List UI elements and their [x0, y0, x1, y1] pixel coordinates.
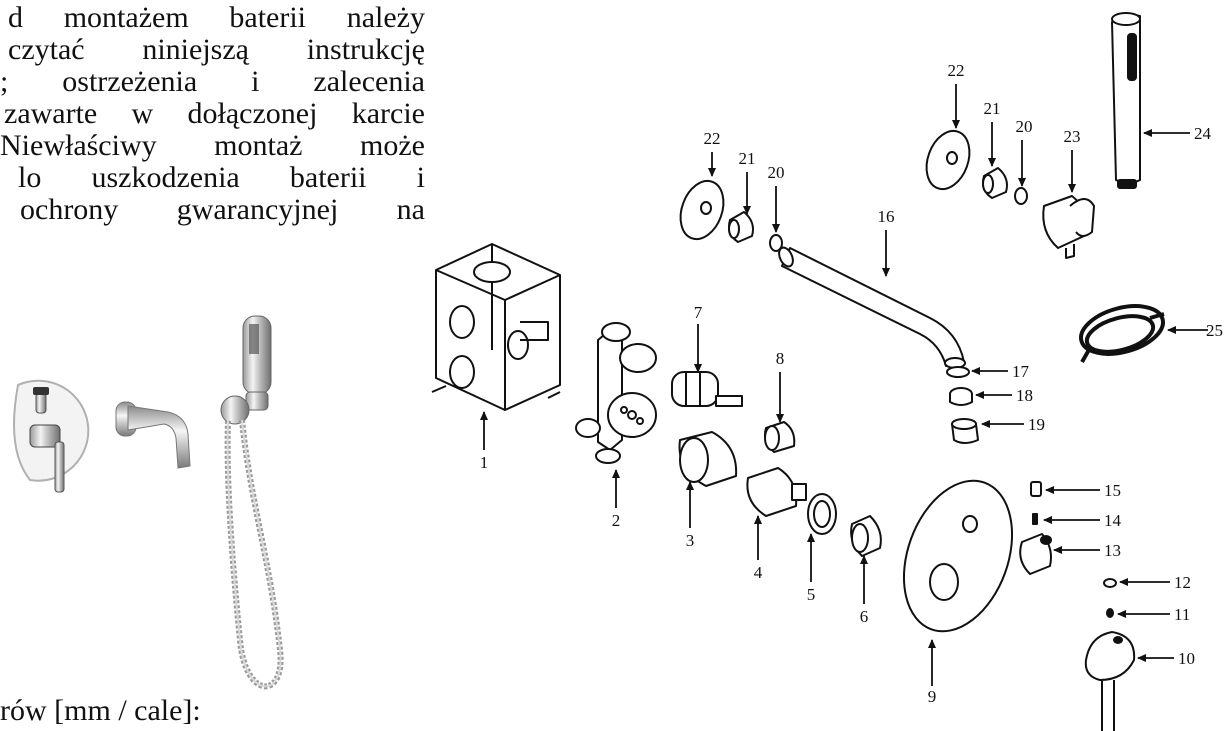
callout-label: 19: [1028, 415, 1045, 434]
callout-label: 22: [948, 61, 965, 80]
callout-label: 8: [776, 349, 785, 368]
part-14-screw: [1032, 513, 1038, 525]
warning-line: ; ostrzeżenia i zalecenia: [0, 66, 425, 98]
callout-label: 1: [480, 453, 489, 472]
part-20-seal: [769, 234, 783, 252]
callout-arrows: [480, 84, 1208, 686]
callout-label: 18: [1016, 386, 1033, 405]
part-11-screw: [1106, 608, 1114, 618]
part-25-hose: [1079, 304, 1165, 363]
part-7-cartridge: [671, 371, 743, 407]
callout-label: 2: [612, 511, 621, 530]
spout-image: [115, 401, 191, 469]
part-19-aerator-housing: [951, 418, 979, 444]
callout-label: 20: [768, 163, 785, 182]
part-15-cap: [1030, 481, 1042, 497]
part-13-knob: [1019, 533, 1052, 575]
part-16-spout: [778, 246, 966, 369]
callout-label: 12: [1174, 573, 1191, 592]
part-18-aerator: [949, 387, 973, 406]
callout-label: 13: [1104, 541, 1121, 560]
part-1-mounting-box: [431, 243, 561, 411]
part-6-cap: [850, 515, 882, 557]
callout-label: 11: [1174, 605, 1190, 624]
callout-label: 22: [704, 129, 721, 148]
part-22-rosette: [679, 179, 725, 241]
warning-line: d montażem baterii należy: [8, 2, 425, 34]
callout-label: 3: [686, 531, 695, 550]
callout-label: 9: [928, 687, 937, 706]
warning-line: lo uszkodzenia baterii i: [18, 162, 425, 194]
part-3-sleeve: [678, 431, 738, 487]
warning-line: Niewłaściwy montaż może: [0, 130, 425, 162]
callout-label: 25: [1206, 321, 1223, 340]
part-24-hand-shower: [1111, 12, 1141, 189]
part-4-diverter: [746, 467, 807, 517]
part-22-rosette-right: [925, 129, 971, 191]
callout-label: 14: [1104, 511, 1122, 530]
callout-label: 24: [1194, 124, 1212, 143]
callout-label: 21: [984, 99, 1001, 118]
part-21-connector: [728, 211, 754, 243]
callout-label: 20: [1016, 117, 1033, 136]
part-17-washer: [946, 366, 970, 378]
callout-label: 16: [878, 207, 895, 226]
warning-line: czytać niniejszą instrukcję: [8, 34, 425, 66]
part-21-connector-right: [982, 167, 1008, 199]
warning-line: ochrony gwarancyjnej na: [20, 194, 425, 226]
part-5-ring-nut: [807, 493, 837, 535]
part-9-cover-plate: [902, 479, 1014, 633]
callout-label: 23: [1064, 127, 1081, 146]
warning-line: zawarte w dołączonej karcie: [4, 98, 425, 130]
part-20-seal-right: [1014, 187, 1028, 205]
callout-label: 7: [694, 303, 703, 322]
hand-shower-image: [220, 315, 284, 690]
part-12-cap: [1103, 578, 1117, 588]
callout-label: 21: [739, 149, 756, 168]
part-8-extension: [764, 421, 796, 453]
callout-label: 10: [1178, 649, 1195, 668]
mixer-plate-image: [13, 379, 90, 493]
callout-label: 6: [860, 607, 869, 626]
callout-label: 4: [754, 563, 763, 582]
part-2-valve-body: [575, 322, 657, 464]
callout-numbers: 1 2 3 4 5 6 7 8 9 10 11 12 13 14 15 16 1…: [480, 61, 1223, 706]
callout-label: 17: [1012, 362, 1030, 381]
dimensions-heading: rów [mm / cale]:: [0, 694, 201, 727]
part-23-shower-holder: [1042, 195, 1095, 259]
callout-label: 15: [1104, 481, 1121, 500]
installation-warning-text: d montażem baterii należy czytać niniejs…: [0, 2, 425, 226]
callout-label: 5: [807, 585, 816, 604]
product-photo: [13, 315, 284, 690]
part-10-outlet-elbow: [1084, 631, 1136, 731]
